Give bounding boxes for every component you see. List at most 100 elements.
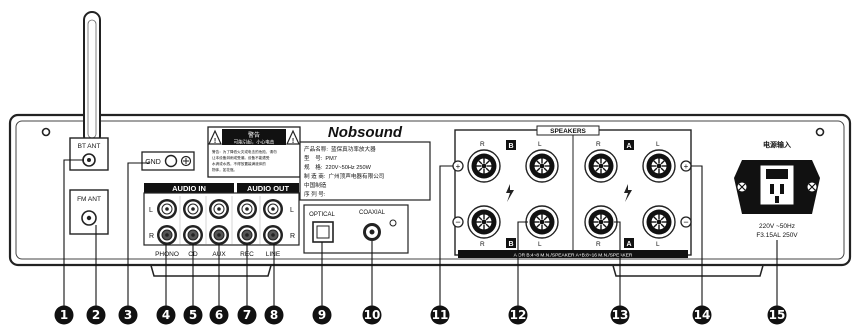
callout-leader-line [63, 159, 84, 311]
callout-number: 9 [318, 308, 326, 322]
label-phono: PHONO [155, 251, 179, 258]
warning-label: 警告 可能引起，小心电击 ! ! 警告：为了降低火灾或电击的危险，请勿 让本设备… [207, 126, 301, 178]
shock-icon-a [624, 184, 632, 202]
audio-in-header [144, 183, 234, 193]
power-title: 电源输入 [763, 140, 791, 149]
callout-number: 3 [124, 308, 132, 322]
callout-number: 14 [694, 308, 711, 322]
info-key-2: 规 格: [304, 163, 323, 171]
fm-ant-connector: FM ANT [69, 189, 109, 235]
spk-r-b-bottom: R [480, 241, 485, 248]
spk-l-b-top: L [538, 141, 542, 148]
info-key-5: 序 列 号: [304, 190, 326, 198]
spk-r-a-top: R [596, 141, 601, 148]
rca-jack [209, 199, 229, 219]
bt-ant-connector: BT ANT [69, 137, 109, 171]
svg-text:+: + [456, 162, 461, 171]
svg-text:−: − [683, 217, 688, 227]
svg-text:型 号:PM7: 型 号:PM7 [304, 154, 337, 162]
svg-text:产品名称:蓝保真功率放大器: 产品名称:蓝保真功率放大器 [304, 145, 376, 153]
callout-marker [237, 305, 257, 325]
svg-text:制 造 商:广州顶声电器有限公司: 制 造 商:广州顶声电器有限公司 [304, 172, 384, 180]
warning-line-2: 让本设备淋雨或受潮。设备不能遭受 [212, 155, 270, 160]
callout-marker [508, 305, 528, 325]
warning-line-1: 警告：为了降低火灾或电击的危险，请勿 [212, 149, 277, 154]
rca-jack [183, 199, 203, 219]
callout-marker [264, 305, 284, 325]
info-plate: 产品名称:蓝保真功率放大器 型 号:PM7 规 格:220V~50Hz 250W… [299, 141, 431, 201]
svg-text:规 格:220V~50Hz 250W: 规 格:220V~50Hz 250W [304, 163, 372, 171]
rca-jack [157, 225, 177, 245]
info-val-0: 蓝保真功率放大器 [331, 145, 376, 153]
speaker-binding-posts [467, 149, 676, 239]
fm-ant-label: FM ANT [77, 196, 101, 203]
svg-text:中国制造: 中国制造 [304, 181, 327, 189]
digital-input-panel: OPTICAL COAXIAL [303, 204, 409, 254]
info-key-1: 型 号: [304, 154, 323, 162]
callout-marker [209, 305, 229, 325]
screw-hole-left [41, 127, 51, 137]
rca-jack [263, 225, 283, 245]
callout-leader-line [439, 165, 453, 311]
callout-marker [118, 305, 138, 325]
binding-post [525, 205, 559, 239]
binding-post [584, 149, 618, 183]
rca-jack [237, 199, 257, 219]
callout-number: 6 [215, 308, 223, 322]
binding-post [467, 205, 501, 239]
svg-text:序 列 号:: 序 列 号: [304, 190, 326, 198]
chassis-inner-outline [15, 120, 845, 260]
rca-jack [237, 225, 257, 245]
callout-number: 1 [60, 308, 68, 322]
binding-post [642, 205, 676, 239]
audio-in-title: AUDIO IN [172, 184, 206, 193]
speaker-b-label-top: B [508, 143, 513, 150]
callout-marker [430, 305, 450, 325]
channel-l-left: L [149, 207, 153, 214]
info-key-4: 中国制造 [304, 181, 327, 189]
channel-r-left: R [149, 233, 154, 240]
gnd-terminal: GND [141, 151, 195, 171]
callout-marker [312, 305, 332, 325]
binding-post [642, 149, 676, 183]
svg-text:+: + [684, 162, 689, 171]
speaker-a-label-top: A [626, 143, 631, 150]
callout-number: 13 [612, 308, 629, 322]
gnd-label: GND [145, 159, 161, 166]
callout-number: 12 [510, 308, 527, 322]
audio-out-title: AUDIO OUT [247, 184, 290, 193]
callout-number: 2 [92, 308, 100, 322]
binding-post [584, 205, 618, 239]
warning-title: 警告 [248, 131, 260, 139]
callout-number: 5 [189, 308, 197, 322]
callout-number: 10 [364, 308, 381, 322]
callout-number: 8 [270, 308, 278, 322]
callout-leader-line [614, 221, 621, 311]
spk-l-b-bottom: L [538, 241, 542, 248]
svg-text:−: − [455, 217, 460, 227]
power-inlet: 电源输入 220V ~50Hz F3.15AL 250V [734, 140, 820, 239]
callout-leader-line [691, 165, 703, 311]
speakers-panel: SPEAKERS A OR B:4~8 M.N./SPEAKER A+B:8~1… [452, 125, 692, 259]
callout-marker [610, 305, 630, 325]
brand-logo: Nobsound [328, 124, 403, 141]
rca-jacks [157, 196, 283, 245]
speakers-title: SPEAKERS [550, 128, 586, 135]
info-key-0: 产品名称: [304, 145, 328, 153]
rca-jack [183, 225, 203, 245]
warning-subtitle: 可能引起，小心电击 [234, 139, 275, 146]
warning-line-3: 水滴或水溅，不得放置装满液体的 [212, 161, 266, 166]
power-rating: 220V ~50Hz [759, 223, 795, 230]
callout-leader-line [517, 221, 528, 311]
binding-post [525, 149, 559, 183]
speaker-b-label-bottom: B [508, 241, 513, 248]
bt-antenna [83, 11, 101, 145]
callout-number: 7 [243, 308, 251, 322]
info-val-2: 220V~50Hz 250W [325, 165, 371, 171]
callout-marker [767, 305, 787, 325]
callout-leader-line [127, 162, 150, 311]
callout-marker [156, 305, 176, 325]
spk-l-a-bottom: L [656, 241, 660, 248]
binding-post [467, 149, 501, 183]
